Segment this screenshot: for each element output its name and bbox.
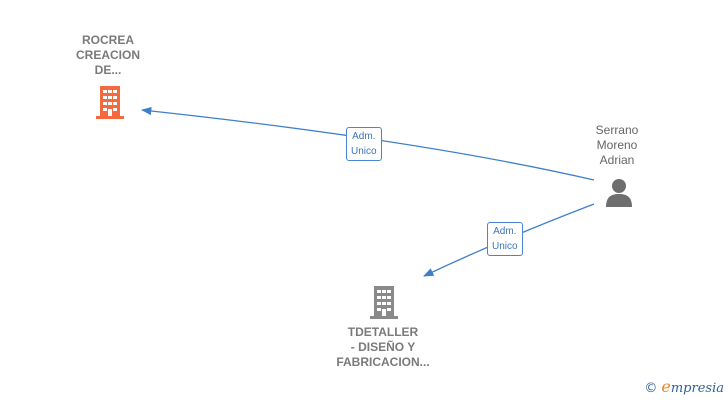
copyright-symbol: ©	[644, 381, 658, 396]
company-label-tdetaller[interactable]: TDETALLER - DISEÑO Y FABRICACION...	[336, 325, 430, 369]
edge-label-role: Adm. Unico	[346, 127, 382, 161]
building-icon[interactable]	[94, 84, 126, 120]
company-label-rocrea[interactable]: ROCREA CREACION DE...	[75, 33, 140, 77]
person-icon[interactable]	[603, 178, 635, 208]
edge-label-role: Adm. Unico	[487, 222, 523, 256]
brand-name: mpresia	[670, 381, 724, 396]
brand-initial: e	[661, 377, 671, 396]
edge-person-to-rocrea	[140, 106, 595, 181]
building-icon[interactable]	[368, 284, 400, 320]
person-label[interactable]: Serrano Moreno Adrian	[595, 123, 639, 167]
empresia-watermark: ©empresia	[644, 377, 724, 396]
